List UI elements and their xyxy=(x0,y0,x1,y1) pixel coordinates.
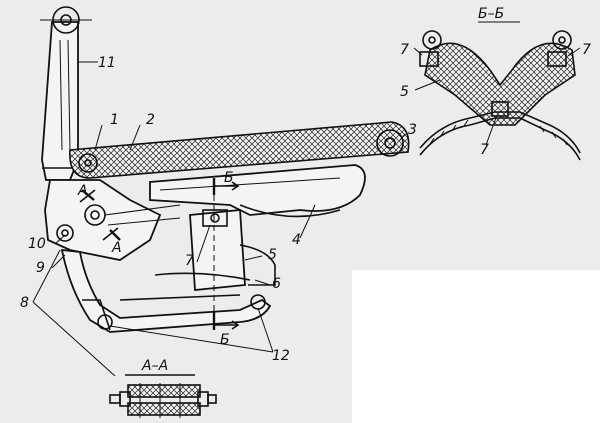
bb-label-7b: 7 xyxy=(582,42,591,58)
section-cut-a xyxy=(79,189,121,241)
section-aa-view xyxy=(109,374,217,418)
label-10: 10 xyxy=(28,236,46,252)
label-a-lower: А xyxy=(111,240,122,256)
label-5: 5 xyxy=(268,247,277,263)
main-bracket xyxy=(44,179,181,261)
bb-label-7c: 7 xyxy=(480,142,489,158)
leader-lines xyxy=(32,61,406,377)
bb-label-7a: 7 xyxy=(400,42,409,58)
section-cut-b xyxy=(212,178,240,330)
part-2-arm xyxy=(69,121,410,179)
bb-label-5: 5 xyxy=(400,84,409,100)
label-11: 11 xyxy=(98,55,116,71)
label-1: 1 xyxy=(110,112,119,128)
label-9: 9 xyxy=(36,260,45,276)
label-4: 4 xyxy=(292,232,301,248)
label-8: 8 xyxy=(20,295,29,311)
label-a-upper: А xyxy=(77,183,88,199)
blank-area xyxy=(352,270,600,423)
label-7: 7 xyxy=(185,253,194,269)
label-b-lower: Б xyxy=(220,332,230,348)
section-aa-title: А–А xyxy=(141,358,168,374)
label-6: 6 xyxy=(272,276,281,292)
label-12: 12 xyxy=(272,348,290,364)
label-b-upper: Б xyxy=(224,170,234,186)
support-block xyxy=(154,209,276,291)
section-bb-title: Б–Б xyxy=(478,6,504,22)
label-3: 3 xyxy=(408,122,417,138)
section-bb-view xyxy=(413,30,581,161)
label-2: 2 xyxy=(146,112,155,128)
base-plate xyxy=(60,248,272,333)
part-4-lever xyxy=(149,164,366,218)
